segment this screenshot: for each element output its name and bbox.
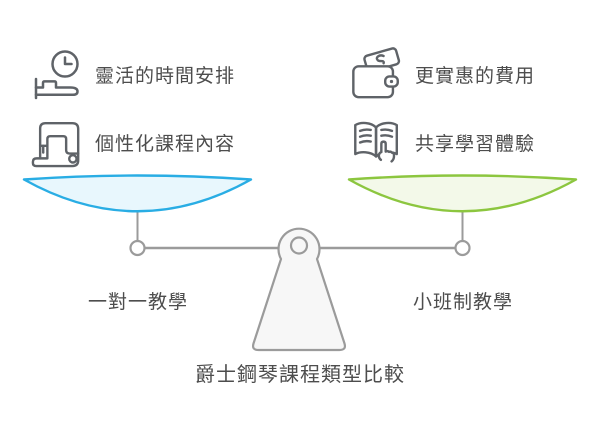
- open-book-sharing-icon: [348, 113, 406, 171]
- diagram-title: 爵士鋼琴課程類型比較: [195, 364, 405, 386]
- pedestal: [251, 227, 347, 352]
- left-pan-label: 一對一教學: [87, 292, 188, 313]
- feature-flexible-schedule: 靈活的時間安排: [28, 45, 235, 103]
- right-pivot-joint: [454, 239, 471, 257]
- feature-label: 靈活的時間安排: [95, 65, 236, 87]
- feature-personalized-content: 個性化課程內容: [28, 113, 235, 171]
- pedestal-hole: [289, 236, 309, 255]
- feature-label: 共享學習體驗: [415, 133, 536, 155]
- feature-shared-learning: 共享學習體驗: [348, 113, 535, 171]
- wallet-cash-icon: [348, 45, 406, 103]
- right-pan: [347, 174, 578, 213]
- feature-label: 更實惠的費用: [415, 65, 536, 87]
- clock-schedule-icon: [28, 45, 86, 103]
- right-pan-label: 小班制教學: [412, 292, 513, 313]
- feature-affordable-cost: 更實惠的費用: [348, 45, 535, 103]
- feature-label: 個性化課程內容: [95, 133, 236, 155]
- left-pan: [22, 174, 253, 213]
- left-pivot-joint: [129, 239, 146, 257]
- sewing-machine-icon: [28, 113, 86, 171]
